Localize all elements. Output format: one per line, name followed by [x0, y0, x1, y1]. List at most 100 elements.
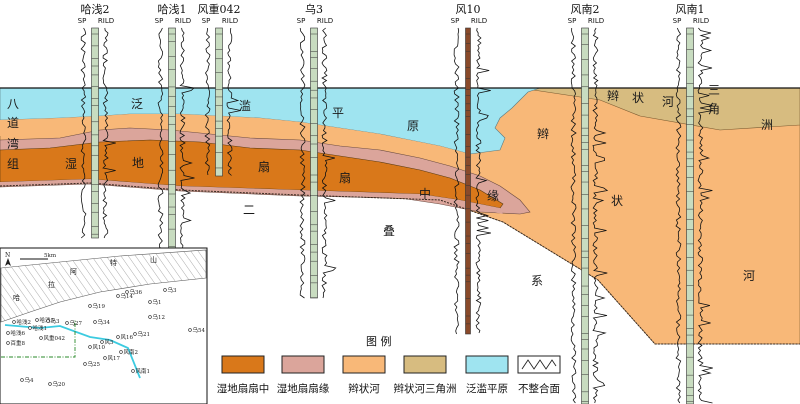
strat-char-3: 湾: [7, 136, 19, 151]
legend-item: 湿地扇扇缘: [277, 355, 330, 395]
north-label: N: [5, 252, 10, 259]
sp-curve: [453, 27, 460, 335]
well-name-label: 乌3: [305, 2, 323, 16]
lithology-column: [91, 27, 99, 239]
rild-curve: [475, 27, 491, 334]
legend-label: 泛滥平原: [466, 382, 508, 395]
braided-delta-char-4: 三: [708, 83, 720, 97]
well-marker-icon: [39, 336, 43, 340]
legend-label: 湿地扇扇缘: [277, 382, 330, 395]
rild-curve-label: RILD: [175, 17, 191, 25]
legend-swatch: [403, 355, 447, 374]
rild-curve-label: RILD: [222, 17, 238, 25]
map-well-label: 乌1: [153, 298, 162, 306]
facies-labels: 泛 滥 平 原 辫 状 河 三 角 洲 辫 状 河 湿 地 扇 扇 中 缘 八 …: [7, 83, 773, 288]
strat-char-1: 八: [7, 97, 19, 111]
legend-title: 图 例: [366, 334, 392, 348]
wet-fan-char-4: 扇: [339, 170, 351, 185]
map-well-label: 乌20: [53, 380, 66, 388]
legend-item: 辫状河三角洲: [394, 355, 457, 395]
legend-swatch: [465, 355, 509, 374]
sp-curve: [80, 27, 87, 239]
well-name-label: 风南1: [676, 3, 705, 16]
map-well: 风南2: [119, 348, 138, 356]
lithology-column: [686, 27, 694, 404]
strat-char-2: 道: [7, 116, 19, 130]
map-well-label: 乌54: [193, 326, 206, 334]
well-marker-icon: [103, 356, 107, 360]
permian-char-3: 系: [531, 274, 543, 288]
mountain-char-5: 山: [150, 255, 157, 264]
well-marker-icon: [20, 378, 24, 382]
rild-curve-label: RILD: [693, 17, 709, 25]
sp-curve-label: SP: [451, 17, 460, 25]
unconformity-zigzag-icon: [521, 359, 557, 370]
legend-swatch: [281, 355, 325, 374]
well-name-label: 风10: [456, 3, 481, 16]
map-well: 哈浅2: [12, 318, 31, 326]
sp-curve-label: SP: [78, 17, 87, 25]
legend-item: 不整合面: [517, 355, 561, 395]
map-well-label: 百重8: [11, 339, 26, 347]
well-marker-icon: [148, 315, 152, 319]
map-well-label: 乌21: [138, 330, 151, 338]
well-marker-icon: [148, 300, 152, 304]
map-well: 乌3: [46, 317, 60, 325]
well-marker-icon: [46, 319, 50, 323]
rild-curve-label: RILD: [98, 17, 114, 25]
legend-item: 湿地扇扇中: [217, 355, 269, 395]
legend-label: 辫状河: [348, 382, 380, 395]
sp-curve-label: SP: [202, 17, 211, 25]
map-well-label: 风5: [105, 339, 115, 346]
section-line: [4, 324, 141, 379]
lithology-column: [465, 27, 471, 335]
map-well: 乌4: [20, 376, 34, 384]
map-well-label: 风17: [108, 355, 121, 362]
map-well: 风南1: [131, 367, 151, 375]
map-well: 风17: [103, 355, 121, 362]
map-well-label: 乌27: [70, 319, 83, 327]
well-marker-icon: [6, 341, 10, 345]
map-well: 风10: [88, 344, 105, 351]
fan-edge-upper-band: [0, 114, 470, 160]
rild-curve: [226, 27, 241, 176]
sp-curve-label: SP: [297, 17, 306, 25]
wet-fan-char-5: 中: [419, 186, 431, 201]
sp-curve: [204, 27, 211, 176]
fan-edge-lower-sliver: [0, 179, 503, 214]
map-well: 乌21: [133, 330, 151, 338]
well-marker-icon: [93, 320, 97, 324]
mountain-char-2: 拉: [48, 280, 55, 289]
permian-char-2: 叠: [383, 224, 395, 238]
map-well-label: 风南1: [136, 367, 151, 375]
map-well: 乌20: [48, 380, 66, 388]
well-marker-icon: [163, 288, 167, 292]
braided-river-char-1: 辫: [537, 127, 549, 141]
well-marker-icon: [88, 304, 92, 308]
facies-layers: [0, 87, 800, 345]
well-name-label: 风重042: [198, 2, 241, 16]
lithology-column: [310, 27, 318, 299]
legend-label: 不整合面: [518, 382, 560, 395]
legend-item: 辫状河: [342, 355, 386, 395]
braided-river-char-3: 河: [743, 269, 755, 283]
map-well: 乌12: [148, 313, 166, 321]
map-well-label: 风16: [121, 334, 134, 341]
map-well: 哈浅6: [6, 329, 26, 337]
map-well-label: 乌12: [153, 313, 166, 321]
map-well: 哈浅1: [28, 324, 47, 332]
unconformity-surface: [0, 182, 800, 345]
well-marker-icon: [48, 382, 52, 386]
sp-curve: [299, 27, 306, 299]
well-marker-icon: [6, 331, 10, 335]
map-well: 乌19: [88, 302, 105, 310]
wet-fan-char-3: 扇: [258, 159, 270, 174]
sp-curve: [675, 27, 682, 404]
map-well-label: 哈浅6: [11, 329, 26, 337]
